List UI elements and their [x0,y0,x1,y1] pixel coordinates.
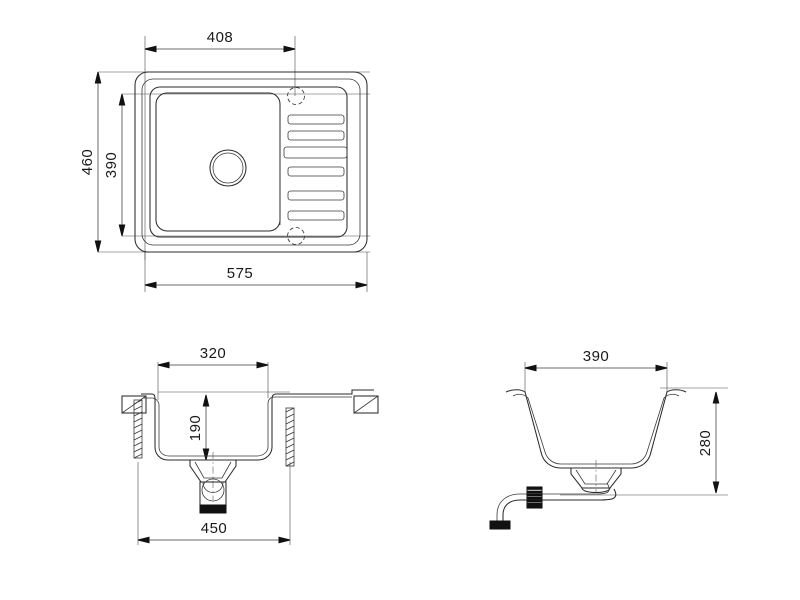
dim-390-side: 390 [524,348,668,372]
sink-outline-inner-offset [141,78,361,246]
tap-hole-icon [287,87,305,105]
top-view: 408 575 460 390 [79,29,370,292]
groove [287,130,345,141]
bowl-section-side [505,389,687,469]
groove [287,166,345,177]
hatch-left [133,399,143,459]
dim-280-label: 280 [697,430,714,457]
dim-460-label: 460 [79,149,96,176]
drain-opening [209,149,247,187]
side-view-extension-lines [524,362,728,496]
dim-408: 408 [144,29,296,53]
groove [283,146,348,159]
countertop-section-right [285,395,379,467]
bowl-section [141,389,374,461]
side-section-view: 390 280 [489,348,728,530]
dim-460: 460 [79,71,102,253]
groove [287,210,345,221]
groove [287,114,345,125]
top-view-extension-lines [98,36,370,292]
dim-450-label: 450 [201,520,228,537]
countertop-section-left [121,395,147,459]
dim-320: 320 [157,345,269,369]
sink-bowl [155,92,281,232]
dim-390: 390 [103,93,126,237]
groove [287,190,345,201]
dim-190-label: 190 [187,415,204,442]
dim-390-label: 390 [103,152,120,179]
waste-outlet [189,460,237,514]
dim-280: 280 [697,391,720,494]
sink-recess [149,86,348,238]
hatch-right [285,407,295,467]
dim-408-label: 408 [207,29,234,46]
dim-450: 450 [137,520,291,544]
dim-575-label: 575 [227,265,254,282]
sink-outline [134,71,368,253]
dim-190: 190 [187,394,210,461]
pipe-collar [526,486,543,509]
secondary-hole-icon [287,227,305,245]
dim-320-label: 320 [200,345,227,362]
drainboard-grooves [283,114,348,221]
front-section-view: 320 450 190 [121,345,379,545]
dim-575: 575 [144,265,368,289]
dim-390-side-label: 390 [583,348,610,365]
front-view-extension-lines [137,362,291,545]
siphon-pipe [489,482,617,530]
